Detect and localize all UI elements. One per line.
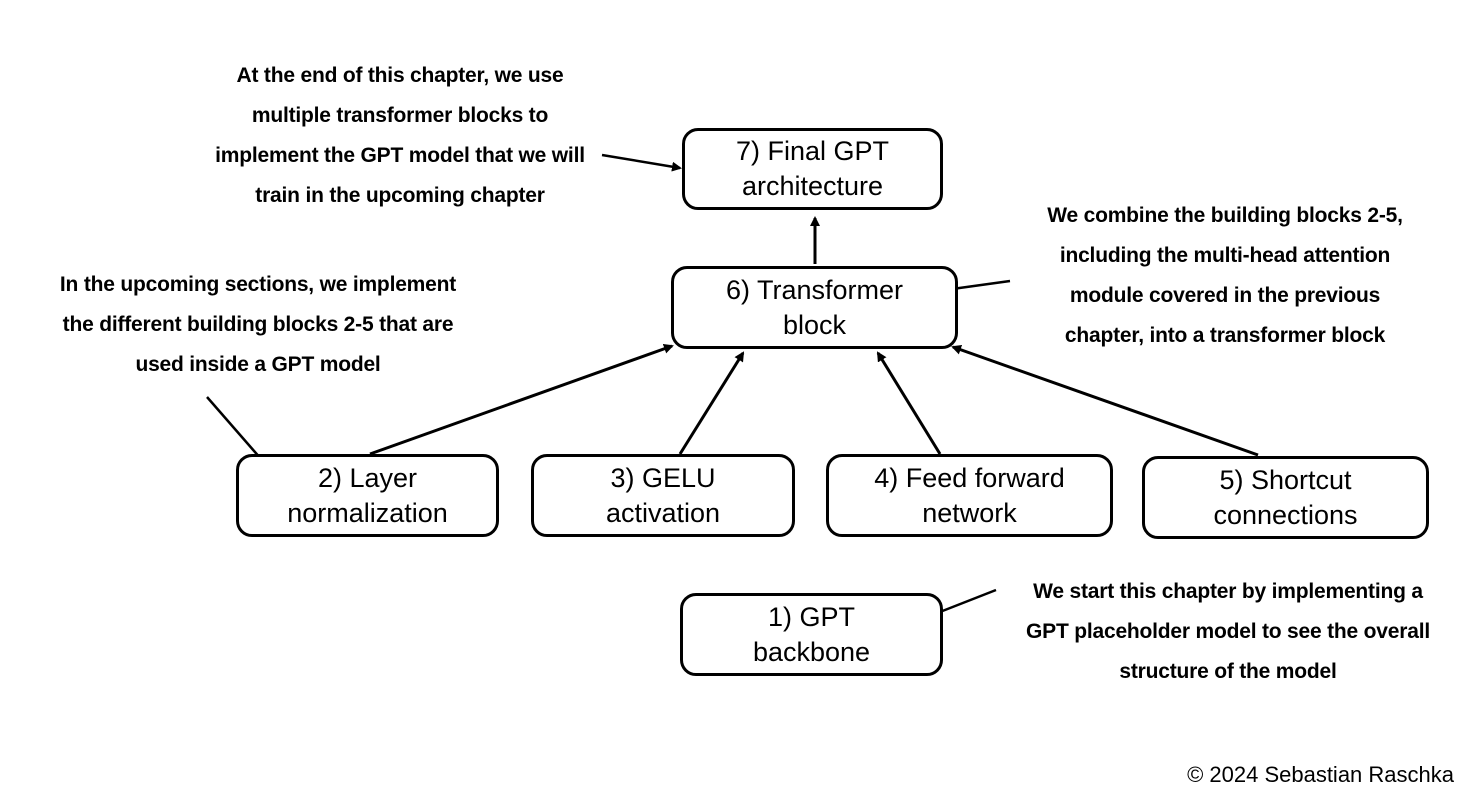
- start-chapter-note-line1: We start this chapter by implementing a: [1033, 580, 1423, 603]
- feed-forward-network-box: 4) Feed forward network: [826, 454, 1113, 537]
- final-gpt-box: 7) Final GPT architecture: [682, 128, 943, 210]
- gelu-activation-label-line1: 3) GELU: [610, 462, 716, 493]
- combine-blocks-note: We combine the building blocks 2-5, incl…: [1010, 196, 1440, 356]
- layer-normalization-label-line1: 2) Layer: [317, 462, 418, 493]
- transformer-block-label-line2: block: [782, 309, 846, 340]
- start-chapter-note-line3: structure of the model: [1119, 660, 1337, 683]
- transformer-block-box: 6) Transformer block: [671, 266, 958, 349]
- final-chapter-note-line4: train in the upcoming chapter: [255, 184, 545, 207]
- shortcut-connections-box: 5) Shortcut connections: [1142, 456, 1429, 539]
- combine-blocks-note-line4: chapter, into a transformer block: [1064, 324, 1386, 347]
- upcoming-sections-note: In the upcoming sections, we implement t…: [28, 265, 488, 385]
- combine-blocks-note-line2: including the multi-head attention: [1059, 244, 1391, 267]
- feed-forward-network-label-line2: network: [922, 497, 1017, 528]
- arrow-feedforward-to-block: [876, 351, 942, 455]
- upcoming-sections-note-line3: used inside a GPT model: [135, 353, 381, 376]
- final-chapter-note: At the end of this chapter, we use multi…: [180, 56, 620, 216]
- upcoming-sections-note-line2: the different building blocks 2-5 that a…: [62, 313, 454, 336]
- shortcut-connections-label-line2: connections: [1213, 499, 1358, 530]
- gpt-backbone-label-line2: backbone: [752, 636, 871, 667]
- feed-forward-network-label-line1: 4) Feed forward: [874, 462, 1065, 493]
- layer-normalization-label-line2: normalization: [287, 497, 448, 528]
- arrow-gelu-to-block: [678, 351, 745, 455]
- arrow-shortcut-to-block: [951, 344, 1259, 457]
- gelu-activation-label-line2: activation: [605, 497, 721, 528]
- final-chapter-note-line2: multiple transformer blocks to: [251, 104, 549, 127]
- gpt-backbone-box: 1) GPT backbone: [680, 593, 943, 676]
- arrow-layernorm-to-block: [369, 343, 674, 456]
- layer-normalization-box: 2) Layer normalization: [236, 454, 499, 537]
- transformer-block-label-line1: 6) Transformer: [725, 274, 904, 305]
- final-gpt-label-line2: architecture: [741, 171, 884, 201]
- final-gpt-label-line1: 7) Final GPT: [735, 136, 890, 166]
- copyright-notice: © 2024 Sebastian Raschka: [1187, 762, 1454, 787]
- start-chapter-note: We start this chapter by implementing a …: [998, 572, 1458, 692]
- final-chapter-note-line1: At the end of this chapter, we use: [236, 64, 564, 87]
- shortcut-connections-label-line1: 5) Shortcut: [1219, 464, 1352, 495]
- gelu-activation-box: 3) GELU activation: [531, 454, 795, 537]
- combine-blocks-note-line1: We combine the building blocks 2-5,: [1047, 204, 1403, 227]
- start-chapter-note-line2: GPT placeholder model to see the overall: [1026, 620, 1430, 643]
- gpt-backbone-label-line1: 1) GPT: [767, 601, 855, 632]
- final-chapter-note-line3: implement the GPT model that we will: [215, 144, 585, 167]
- upcoming-sections-note-line1: In the upcoming sections, we implement: [59, 273, 457, 296]
- pointer-final-note: [601, 153, 682, 172]
- combine-blocks-note-line3: module covered in the previous: [1069, 284, 1381, 307]
